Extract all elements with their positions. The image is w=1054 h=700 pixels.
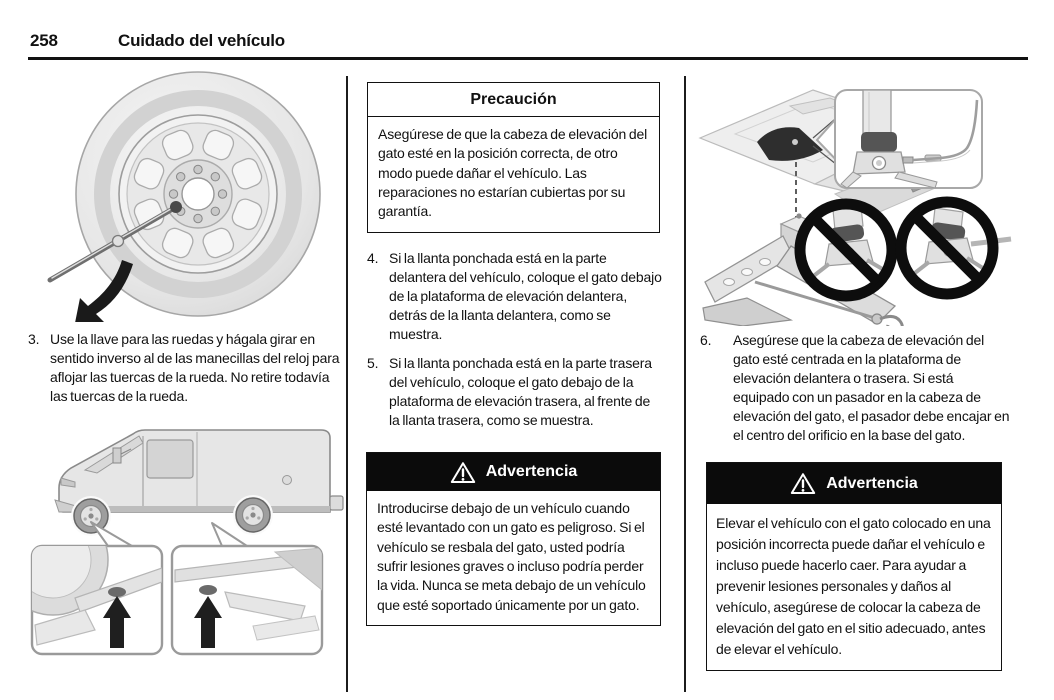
headlight (60, 477, 76, 488)
lug-nuts (168, 164, 228, 224)
warning-box-middle: Advertencia Introducirse debajo de un ve… (366, 452, 661, 626)
jack-pad (757, 127, 823, 161)
warning-triangle-icon (450, 461, 475, 483)
jack-positioning-figure (695, 76, 1040, 326)
step-item-5: 5. Si la llanta ponchada está en la part… (367, 354, 663, 430)
van-illustration (30, 429, 344, 656)
column-divider-right (684, 76, 686, 692)
step-number: 5. (367, 355, 379, 371)
step-text: Use la llave para las ruedas y hágala gi… (50, 331, 340, 405)
step-item-4: 4. Si la llanta ponchada está en la part… (367, 249, 663, 344)
step-number: 6. (700, 332, 712, 348)
van-lift-points-figure (25, 420, 345, 660)
jack-handle-rod (912, 99, 979, 162)
warning-triangle-icon (791, 473, 816, 494)
rear-step-bumper (329, 495, 344, 511)
step-item-3: 3. Use la llave para las ruedas y hágala… (28, 330, 347, 406)
door-window (146, 439, 194, 479)
jack-head-rubber (861, 132, 897, 152)
jack-handle-hook (879, 314, 904, 326)
wheel-wrench (47, 201, 182, 283)
rear-wheel (235, 497, 271, 533)
step-text: Asegúrese que la cabeza de elevación del… (733, 332, 1010, 444)
scissor-jack-illustration (698, 89, 1012, 326)
column-divider-left (346, 76, 348, 692)
no-symbol-icon (794, 198, 898, 302)
caution-box-body: Asegúrese de que la cabeza de elevación … (378, 126, 648, 220)
warning-box-right: Advertencia Elevar el vehículo con el ga… (706, 462, 1002, 671)
warning-title: Advertencia (485, 463, 578, 480)
step-text: Si la llanta ponchada está en la parte d… (389, 250, 662, 343)
warning-header: Advertencia (367, 453, 660, 491)
up-arrow-icon (194, 596, 222, 648)
jack-head-pin (902, 156, 914, 164)
warning-body: Introducirse debajo de un vehículo cuand… (377, 500, 646, 613)
warning-header: Advertencia (707, 463, 1001, 504)
up-arrow-icon (103, 596, 131, 648)
counterclockwise-arrow-icon (75, 260, 133, 322)
caution-box: Precaución Asegúrese de que la cabeza de… (367, 82, 660, 233)
jack-point-callout-rear (170, 544, 324, 656)
header-rule (28, 57, 1028, 60)
front-wheel (73, 498, 109, 534)
step-item-6: 6. Asegúrese que la cabeza de elevación … (700, 331, 1012, 445)
step-number: 3. (28, 331, 40, 347)
warning-body: Elevar el vehículo con el gato colocado … (716, 515, 991, 657)
side-mirror (112, 447, 122, 464)
step-text: Si la llanta ponchada está en la parte t… (389, 355, 652, 429)
caution-box-title: Precaución (368, 83, 659, 117)
fuel-cap (282, 475, 292, 485)
jack-point-callout-front (30, 544, 164, 656)
spare-wheel-illustration (47, 71, 321, 322)
spare-wheel-figure (30, 70, 345, 322)
page-number: 258 (30, 31, 58, 50)
jack-head-detail-callout (815, 89, 983, 189)
no-symbol-icon (895, 196, 1012, 300)
wheel-spoke-holes (133, 129, 263, 259)
section-title: Cuidado del vehículo (118, 31, 285, 50)
warning-title: Advertencia (826, 474, 918, 492)
step-number: 4. (367, 250, 379, 266)
